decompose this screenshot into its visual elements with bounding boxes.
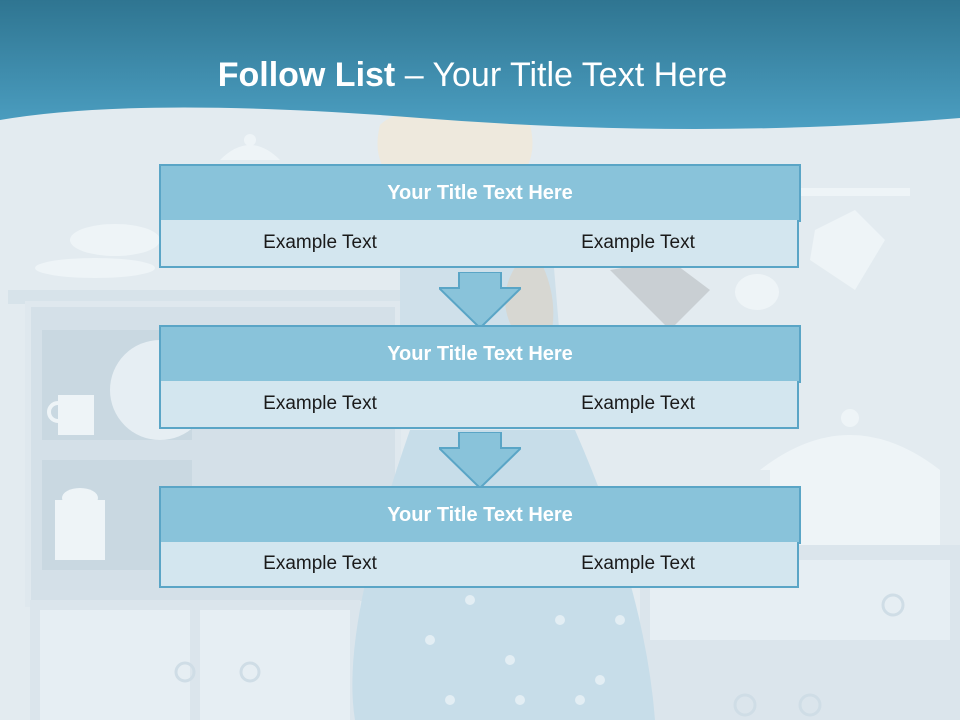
block-cell-right: Example Text [479,542,799,588]
down-arrow-icon [439,432,521,490]
page-title: Follow List – Your Title Text Here [0,52,945,98]
block-title: Your Title Text Here [159,486,801,544]
block-cell-left: Example Text [159,220,481,268]
block-title: Your Title Text Here [159,325,801,383]
block-cell-left: Example Text [159,381,481,429]
title-rest: – Your Title Text Here [395,56,728,94]
down-arrow-icon [439,272,521,330]
header-banner [0,0,960,129]
title-bold: Follow List [217,56,396,94]
block-cell-right: Example Text [479,220,799,268]
block-cell-right: Example Text [479,381,799,429]
block-title: Your Title Text Here [159,164,801,222]
block-cell-left: Example Text [159,542,481,588]
